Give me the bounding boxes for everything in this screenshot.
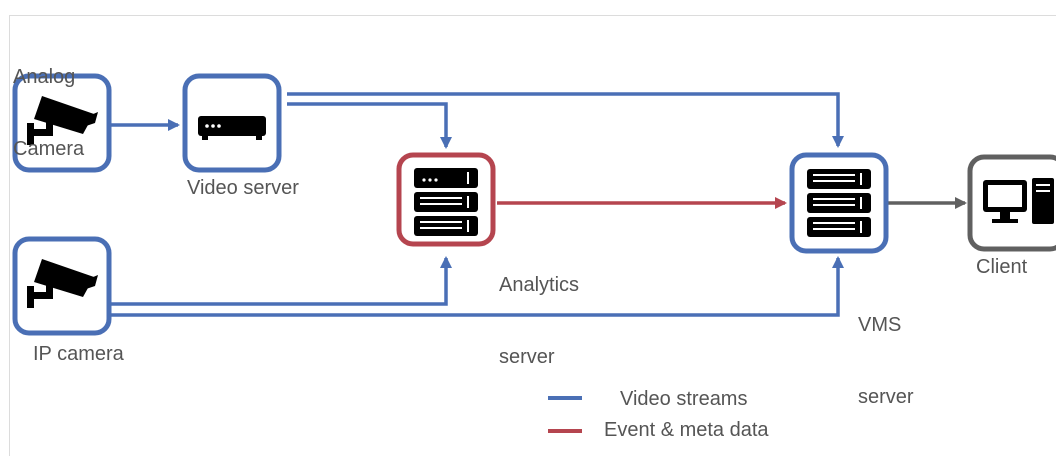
- client-node: [967, 154, 1056, 252]
- camera-icon: [27, 96, 98, 145]
- vms-server-label-line1: VMS: [858, 314, 902, 336]
- legend-video-label: Video streams: [620, 388, 748, 410]
- ip-camera-node: [12, 236, 112, 336]
- vms-server-node: [789, 152, 889, 254]
- analytics-server-label-line1: Analytics: [499, 274, 580, 296]
- vms-server-label: VMS server: [858, 265, 914, 433]
- analog-camera-node: [12, 73, 112, 173]
- legend-event-label: Event & meta data: [604, 419, 769, 441]
- server-rack-icon: [414, 168, 478, 236]
- analytics-server-label: Analytics server: [499, 225, 579, 393]
- vms-server-label-line2: server: [858, 386, 914, 408]
- video-server-node: [182, 73, 282, 173]
- ip-camera-label: IP camera: [33, 343, 124, 365]
- architecture-diagram: [12, 73, 1056, 433]
- client-label: Client: [976, 256, 1028, 278]
- analog-camera-label-line2: Camera: [13, 138, 85, 160]
- camera-icon: [27, 259, 98, 308]
- diagram-frame: [9, 15, 1056, 456]
- server-rack-icon: [807, 169, 871, 237]
- analytics-server-label-line2: server: [499, 346, 555, 368]
- video-server-to-vms-line: [287, 92, 844, 148]
- desktop-computer-icon: [983, 178, 1054, 224]
- analog-camera-label-line1: Analog: [13, 66, 76, 88]
- video-server-to-analytics-line: [287, 102, 452, 149]
- ip-camera-to-vms-line: [111, 256, 844, 317]
- video-stream-lines: [111, 92, 844, 317]
- analog-camera-label: Analog Camera: [13, 17, 84, 185]
- video-server-label: Video server: [187, 177, 299, 199]
- ip-camera-to-analytics-line: [111, 256, 452, 306]
- dvr-icon: [198, 116, 266, 140]
- analytics-server-node: [396, 152, 496, 247]
